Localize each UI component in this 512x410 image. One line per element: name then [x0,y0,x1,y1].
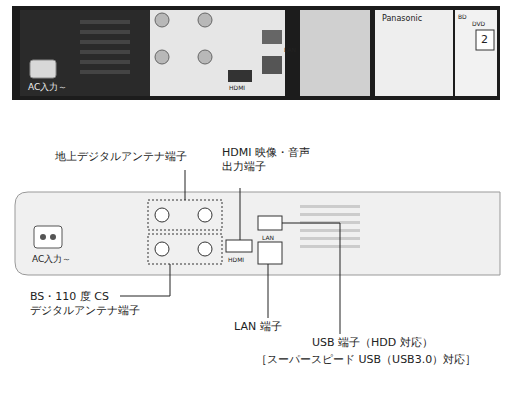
usb-port [258,216,282,230]
photo-hdmi-port [228,70,252,82]
ac-label: AC入力～ [28,82,67,94]
panel-outline [15,192,500,275]
callout-text: BS・110 度 CS デジタルアンテナ端子 [30,290,158,319]
antenna-group-box [148,200,222,264]
callout-text: LAN 端子 [234,320,282,334]
antenna-jacks [155,208,212,256]
brand-label: Panasonic [382,14,422,24]
ac-label: AC入力～ [32,254,71,266]
region-number: 2 [481,33,488,47]
hdmi-label: HDMI [228,256,244,264]
disc-label: DVD [472,20,485,28]
photo-left-area [20,10,150,96]
panel-vents [300,205,360,248]
photo-antenna-jacks [155,13,212,64]
callout-text: ［スーパースピード USB（USB3.0）対応］ [256,353,476,367]
photo-panel [12,6,500,100]
hdmi-label: HDMI [229,84,245,92]
callout-text: 地上デジタルアンテナ端子 [55,150,187,164]
leader-lines [120,170,340,334]
ac-inlet [34,226,62,248]
photo-terminal-area [150,10,285,96]
photo-right-area [455,10,497,96]
lan-label: LAN [284,46,296,54]
callout-text: USB 端子（HDD 対応） [312,336,433,350]
callout-text: HDMI 映像・音声 出力端子 [222,146,322,175]
photo-lan-port [262,56,282,74]
disc-label: BD [458,13,467,21]
photo-ac-inlet [30,60,56,78]
photo-usb-port [262,30,282,44]
photo-vents [80,20,130,74]
lan-label: LAN [262,234,274,242]
lan-port [258,242,282,264]
hdmi-port [226,240,252,252]
photo-region-badge [476,30,494,50]
photo-label-plate [375,10,453,96]
photo-vent-area [300,10,370,96]
